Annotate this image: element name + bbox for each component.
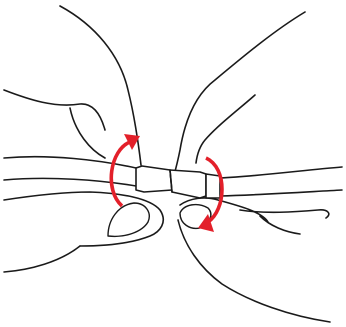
right-hand-lower-outline xyxy=(178,220,330,322)
inline-connector xyxy=(136,166,220,198)
right-cable-top xyxy=(220,167,342,178)
upper-right-hand xyxy=(174,12,305,175)
connector-right-collar xyxy=(206,174,220,198)
connector-left-half xyxy=(136,166,172,192)
left-thumb-outline xyxy=(4,192,163,246)
right-index-finger xyxy=(240,210,329,218)
right-thumb-top xyxy=(180,198,268,222)
upper-right-inner-finger xyxy=(196,95,255,163)
connector-right-half xyxy=(170,170,206,198)
left-palm-edge xyxy=(4,246,80,272)
lower-left-hand xyxy=(4,192,163,272)
upper-right-finger-outline xyxy=(174,12,305,175)
upper-left-knuckle-outline xyxy=(4,90,105,130)
right-cable-bottom xyxy=(220,190,342,196)
upper-left-hand xyxy=(4,6,141,165)
left-thumbnail xyxy=(108,203,149,236)
lower-right-hand xyxy=(178,198,330,322)
left-cable-bottom xyxy=(4,178,136,186)
